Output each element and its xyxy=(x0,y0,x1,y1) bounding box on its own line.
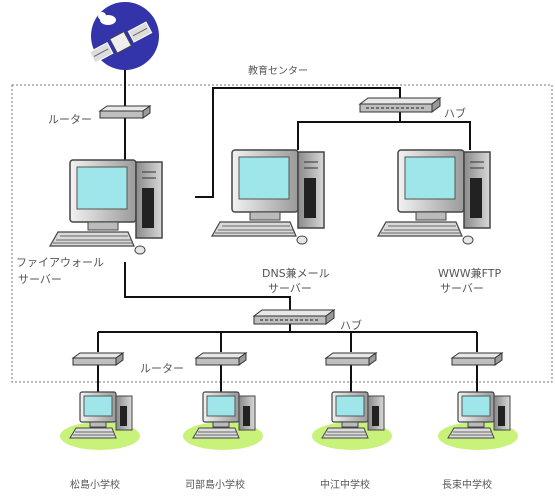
www-label-2: サーバー xyxy=(440,282,484,295)
hub-icon xyxy=(359,97,441,113)
dns-label-2: サーバー xyxy=(268,282,312,295)
hub-icon xyxy=(253,309,335,325)
firewall-server-icon xyxy=(49,159,163,255)
router-icon xyxy=(325,352,377,366)
school-pc-icon xyxy=(437,391,519,451)
dns-label: DNS兼メール xyxy=(262,267,330,280)
router-icon xyxy=(99,105,151,119)
router-icon xyxy=(195,352,247,366)
school-label-3: 中江中学校 xyxy=(320,480,370,491)
school-label-2: 司部島小学校 xyxy=(185,480,245,491)
www-label: WWW兼FTP xyxy=(438,267,502,280)
router-icon xyxy=(72,352,124,366)
school-pc-icon xyxy=(182,391,264,451)
firewall-label-2: サーバー xyxy=(18,273,62,286)
www-ftp-server-icon xyxy=(377,149,491,245)
router-label: ルーター xyxy=(48,113,92,126)
router-label-bottom: ルーター xyxy=(140,362,184,375)
education-center-boundary xyxy=(11,84,553,383)
router-icon xyxy=(451,352,503,366)
hub-label-bottom: ハブ xyxy=(340,319,362,332)
dns-mail-server-icon xyxy=(211,149,325,245)
hub-label: ハブ xyxy=(444,107,466,120)
firewall-label: ファイアウォール xyxy=(16,256,104,269)
school-label-1: 松島小学校 xyxy=(70,480,120,491)
school-label-4: 長束中学校 xyxy=(442,480,492,491)
satellite-icon xyxy=(88,2,159,70)
school-pc-icon xyxy=(311,391,393,451)
education-center-label: 教育センター xyxy=(248,66,308,77)
school-pc-icon xyxy=(59,391,141,451)
